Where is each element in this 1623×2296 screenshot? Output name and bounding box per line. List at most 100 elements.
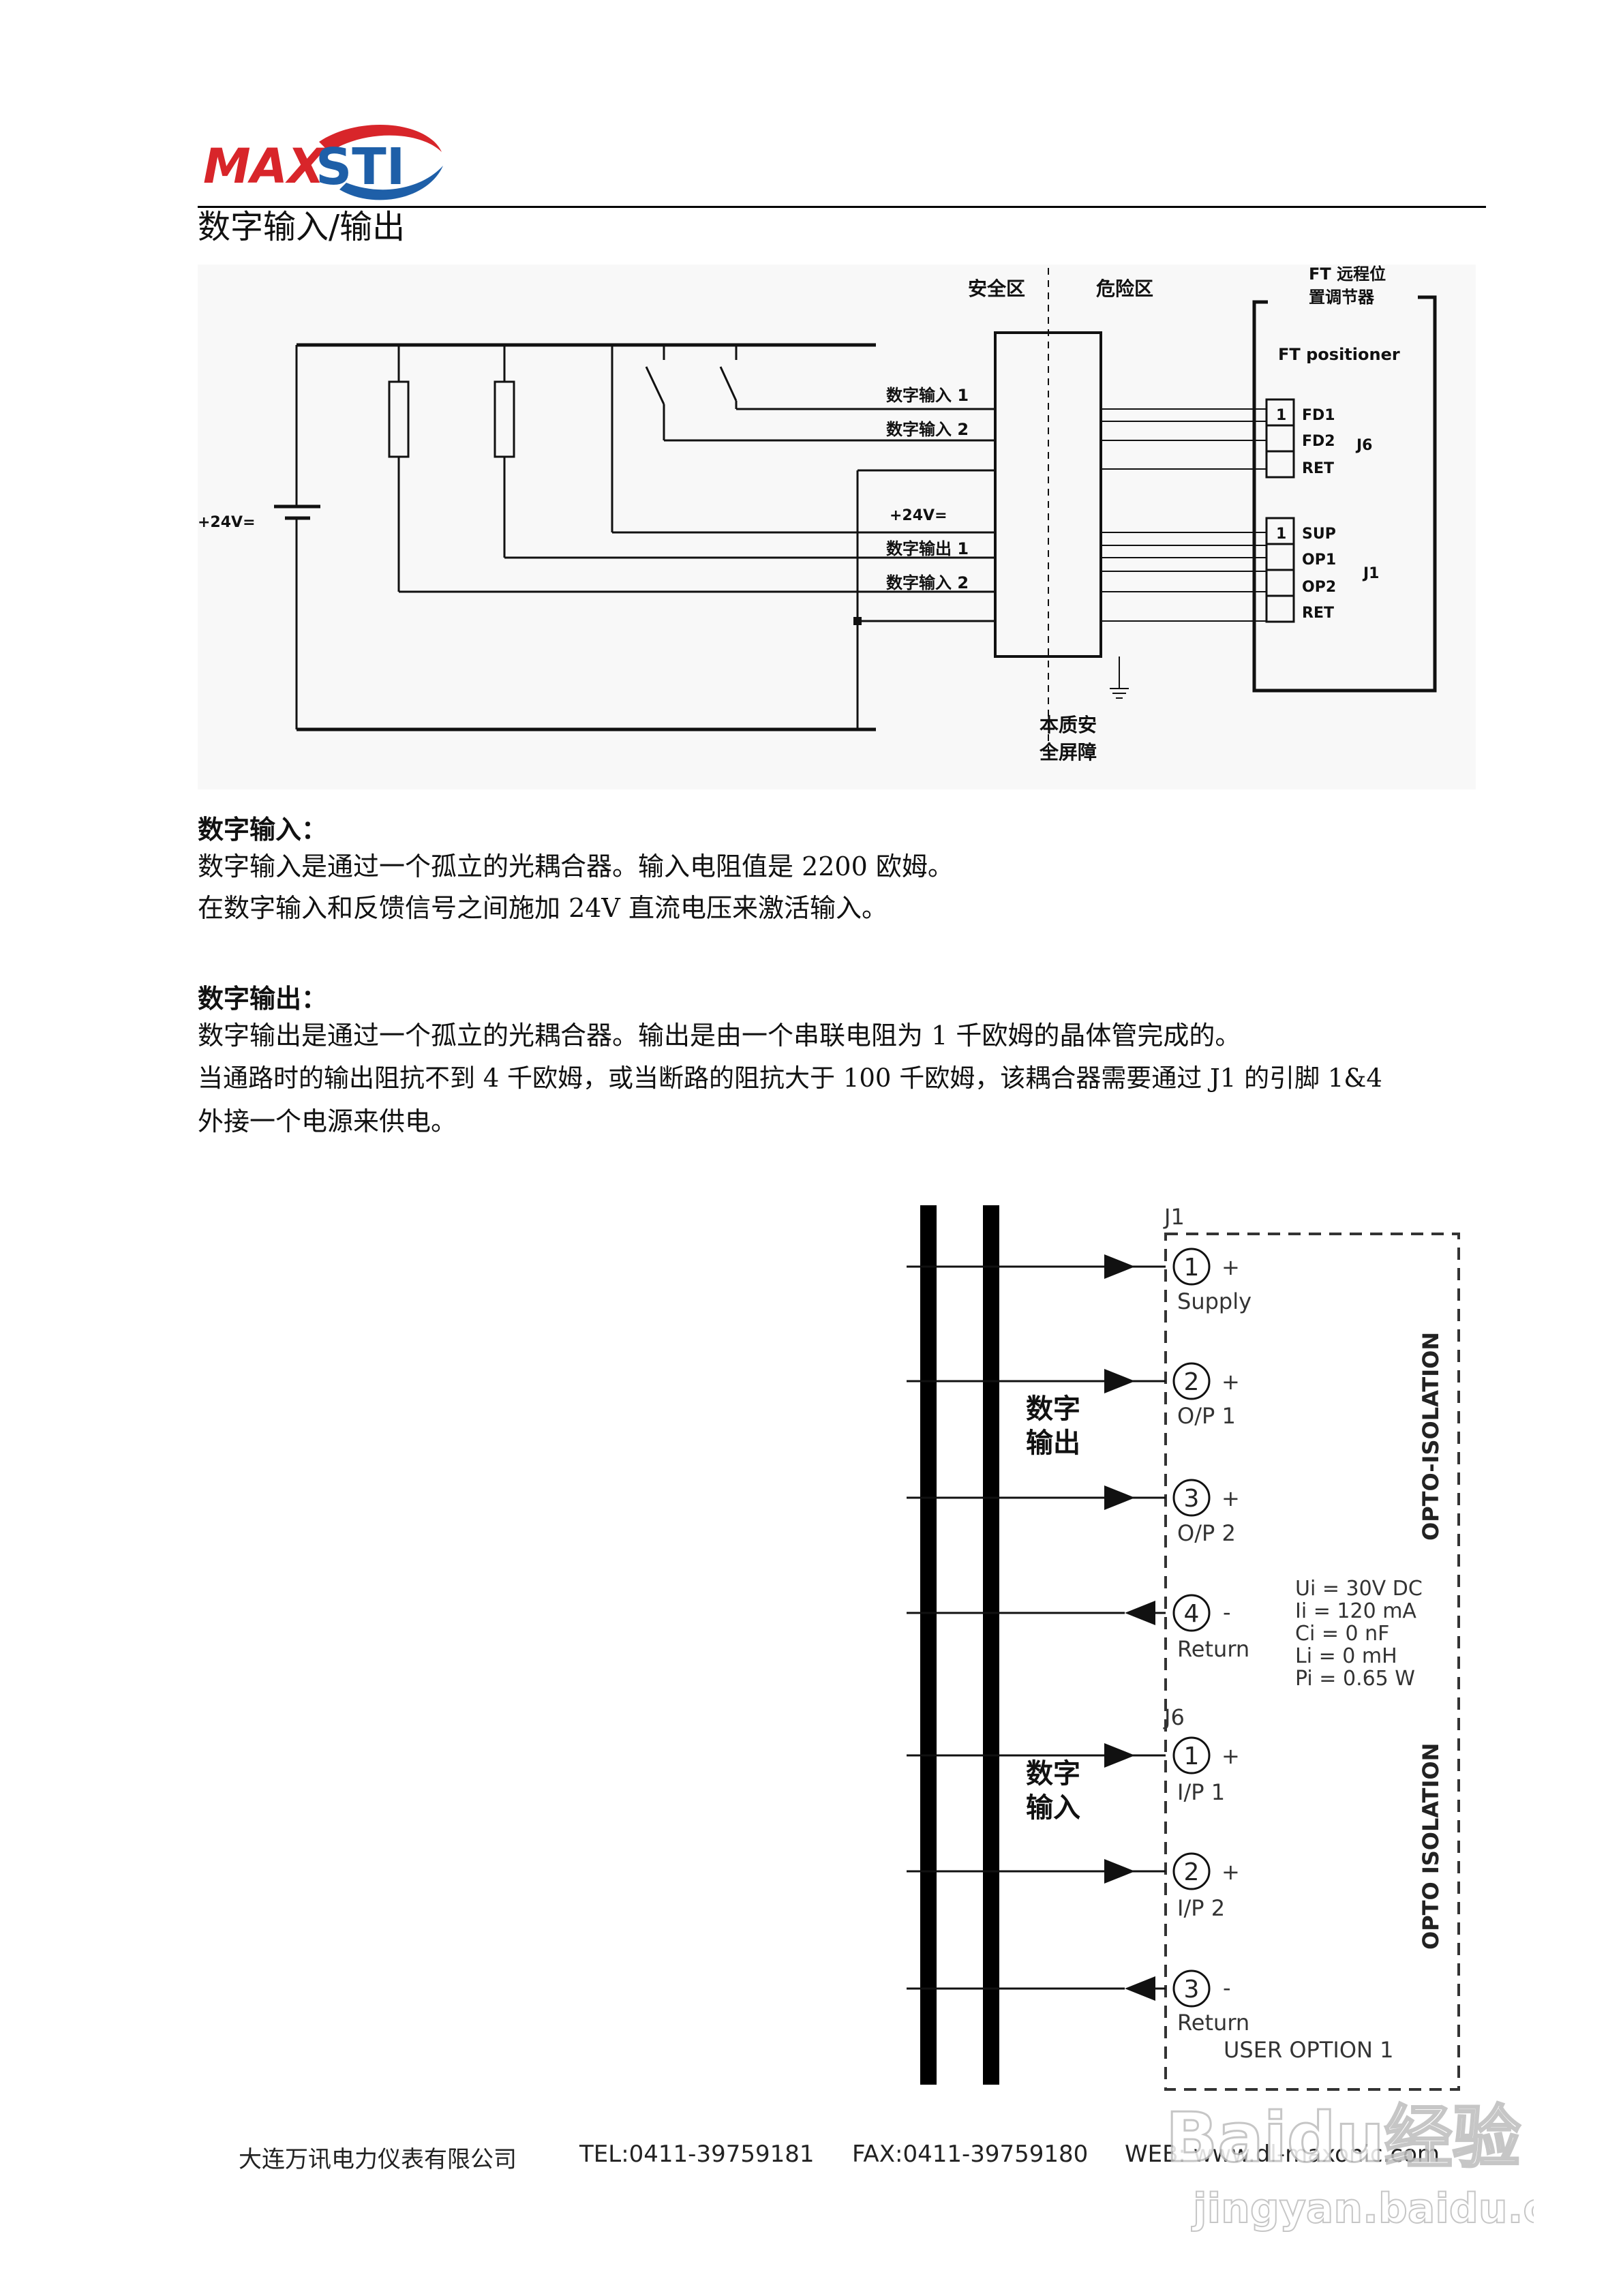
pin-circle <box>1172 1736 1211 1774</box>
label-op2: OP2 <box>1302 579 1336 596</box>
label-digital-in-2: 输入 <box>1026 1792 1080 1824</box>
label-dout1: 数字输出 1 <box>886 539 969 558</box>
label-j6: J6 <box>1355 437 1373 454</box>
baidu-watermark: Baidu经验 jingyan.baidu.com <box>1165 2097 1534 2234</box>
label-user-option: USER OPTION 1 <box>1224 2037 1393 2063</box>
pin-number: 2 <box>1184 1368 1200 1396</box>
label-return2: Return <box>1177 2010 1249 2036</box>
pin-circle <box>1172 1852 1211 1890</box>
label-sup: SUP <box>1302 526 1336 543</box>
pin-circle <box>1172 1362 1211 1400</box>
polarity-sign: + <box>1222 1485 1240 1511</box>
label-ip2: I/P 2 <box>1177 1895 1225 1921</box>
bus-bar-2 <box>983 1205 999 2085</box>
switch-blade <box>645 366 665 405</box>
output-line-2: 当通路时的输出阻抗不到 4 千欧姆，或当断路的阻抗大于 100 千欧姆，该耦合器… <box>198 1063 1382 1093</box>
terminal <box>1265 594 1295 623</box>
pin-number: 3 <box>1184 1485 1200 1513</box>
polarity-sign: + <box>1222 1859 1240 1885</box>
label-j1: J1 <box>1362 565 1380 582</box>
spec-ii: Ii = 120 mA <box>1295 1599 1416 1623</box>
label-ret-b: RET <box>1302 605 1334 622</box>
pin-j1-1: 1 <box>1276 526 1286 543</box>
output-line-1: 数字输出是通过一个孤立的光耦合器。输出是由一个串联电阻为 1 千欧姆的晶体管完成… <box>198 1021 1241 1051</box>
pin-number: 1 <box>1184 1254 1200 1282</box>
label-digital-out-2: 输出 <box>1026 1428 1080 1459</box>
arrow-right-icon <box>1104 1859 1135 1884</box>
watermark-line-1: Baidu经验 <box>1166 2098 1521 2177</box>
label-supply-mid: +24V= <box>890 507 947 524</box>
watermark-line-2: jingyan.baidu.com <box>1192 2185 1534 2233</box>
polarity-sign: - <box>1223 1975 1231 2001</box>
pin-j6-1: 1 <box>1276 407 1286 424</box>
page-title: 数字输入/输出 <box>198 208 406 246</box>
label-hazard-zone: 危险区 <box>1096 277 1153 300</box>
company-logo: MAX STI <box>203 124 443 200</box>
pin-number: 2 <box>1184 1858 1200 1886</box>
label-j1: J1 <box>1163 1204 1185 1230</box>
user-option-box <box>1164 1233 1460 2091</box>
polarity-sign: + <box>1222 1743 1240 1769</box>
label-ret-a: RET <box>1302 460 1334 477</box>
logo-swoosh-blue <box>339 166 443 200</box>
label-fd1: FD1 <box>1302 407 1335 424</box>
arrow-right-icon <box>1104 1254 1135 1279</box>
label-digital-in-1: 数字 <box>1026 1758 1080 1789</box>
label-op2: O/P 2 <box>1177 1520 1236 1546</box>
output-line-3: 外接一个电源来供电。 <box>198 1106 457 1136</box>
spec-li: Li = 0 mH <box>1295 1644 1397 1668</box>
arrow-left-icon <box>1125 1976 1155 2001</box>
label-fd2: FD2 <box>1302 433 1335 450</box>
arrow-right-icon <box>1104 1485 1135 1510</box>
label-din2: 数字输入 2 <box>886 420 969 439</box>
arrow-left-icon <box>1125 1601 1155 1625</box>
label-positioner-cn-2: 置调节器 <box>1309 288 1375 307</box>
positioner-box <box>1252 295 1437 693</box>
label-opto-isolation-1: OPTO-ISOLATION <box>1418 1332 1444 1541</box>
label-return1: Return <box>1177 1636 1249 1662</box>
label-op1: OP1 <box>1302 552 1336 569</box>
footer-web: WEB: www.dl-maxonic.com <box>1125 2141 1440 2168</box>
section-title-output: 数字输出： <box>198 983 328 1014</box>
pin-circle <box>1172 1594 1211 1632</box>
label-digital-out-1: 数字 <box>1026 1393 1080 1425</box>
label-positioner-en: FT positioner <box>1278 345 1400 364</box>
input-line-1: 数字输入是通过一个孤立的光耦合器。输入电阻值是 2200 欧姆。 <box>198 851 954 881</box>
header-rule <box>198 206 1486 208</box>
spec-ui: Ui = 30V DC <box>1295 1577 1423 1601</box>
bus-bar-1 <box>920 1205 937 2085</box>
terminal-pinout-diagram: 1 2 3 4 1 2 3 + + + - + + - J1 J6 Supply… <box>907 1200 1493 2093</box>
junction-dot <box>853 617 862 625</box>
logo-text-sti: STI <box>316 138 405 196</box>
pin-circle <box>1172 1969 1211 2008</box>
pin-circle <box>1172 1248 1211 1286</box>
polarity-sign: + <box>1222 1369 1240 1395</box>
pin-number: 4 <box>1184 1600 1200 1628</box>
footer-tel: TEL:0411-39759181 <box>579 2141 815 2168</box>
label-opto-isolation-2: OPTO ISOLATION <box>1418 1743 1444 1950</box>
label-supply: Supply <box>1177 1288 1252 1314</box>
spec-pi: Pi = 0.65 W <box>1295 1667 1415 1691</box>
wiring-diagram: 安全区 危险区 FT 远程位 置调节器 FT positioner +24V= … <box>198 265 1476 789</box>
switch-blade <box>719 366 738 402</box>
label-barrier-2: 全屏障 <box>1039 741 1097 764</box>
footer-fax: FAX:0411-39759180 <box>852 2141 1089 2168</box>
diagram2-background <box>907 1200 1493 2093</box>
footer: 大连万讯电力仪表有限公司 TEL:0411-39759181 FAX:0411-… <box>198 2141 1486 2175</box>
label-j6: J6 <box>1163 1704 1185 1730</box>
label-ip1: I/P 1 <box>1177 1779 1225 1805</box>
label-din1: 数字输入 1 <box>886 386 969 405</box>
label-dout2: 数字输入 2 <box>886 573 969 592</box>
label-op1: O/P 1 <box>1177 1403 1236 1429</box>
polarity-sign: + <box>1222 1254 1240 1280</box>
pin-number: 1 <box>1184 1742 1200 1770</box>
input-line-2: 在数字输入和反馈信号之间施加 24V 直流电压来激活输入。 <box>198 893 888 923</box>
label-barrier-1: 本质安 <box>1040 714 1097 736</box>
spec-ci: Ci = 0 nF <box>1295 1622 1389 1646</box>
label-positioner-cn-1: FT 远程位 <box>1309 265 1386 284</box>
arrow-right-icon <box>1104 1743 1135 1768</box>
pin-number: 3 <box>1184 1976 1200 2004</box>
logo-text-max: MAX <box>203 138 327 194</box>
diagram-background <box>198 265 1476 789</box>
label-safe-zone: 安全区 <box>968 277 1025 300</box>
